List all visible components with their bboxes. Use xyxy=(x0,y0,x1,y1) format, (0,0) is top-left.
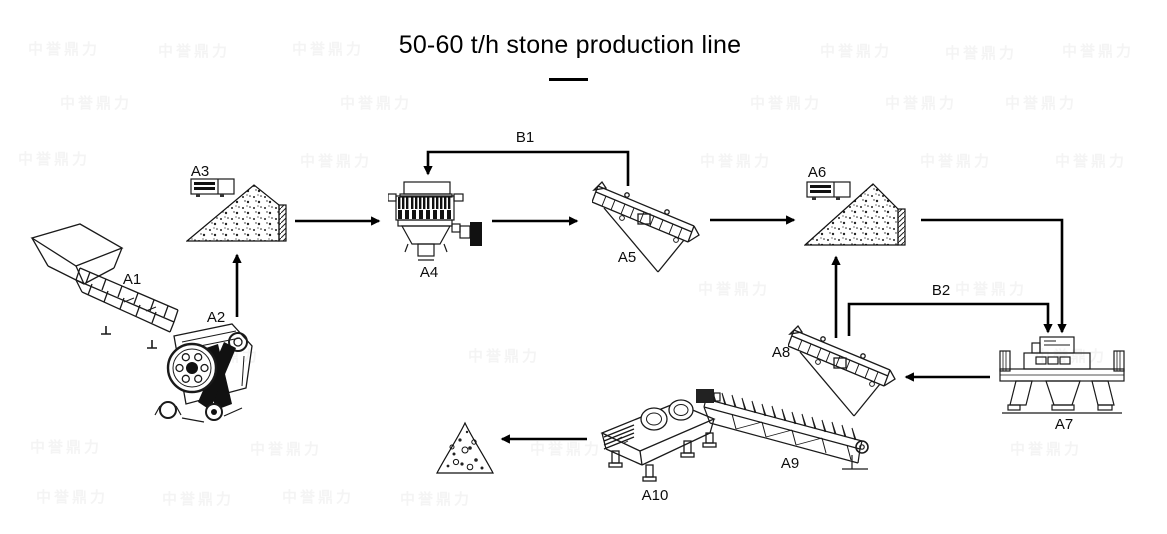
belt-conveyor-a9-drawing xyxy=(692,383,877,475)
watermark-text: 中誉鼎力 xyxy=(1010,441,1083,458)
watermark-text: 中誉鼎力 xyxy=(28,41,101,58)
vibrating-feeder-a1-drawing xyxy=(28,222,186,357)
watermark-text: 中誉鼎力 xyxy=(1055,153,1128,170)
watermark-text: 中誉鼎力 xyxy=(698,281,771,298)
label-a3: A3 xyxy=(190,163,210,180)
watermark-text: 中誉鼎力 xyxy=(700,153,773,170)
jaw-crusher-a2-drawing xyxy=(152,316,264,426)
watermark-text: 中誉鼎力 xyxy=(530,441,603,458)
label-a5: A5 xyxy=(617,249,637,266)
watermark-text: 中誉鼎力 xyxy=(750,95,823,112)
watermark-text: 中誉鼎力 xyxy=(1005,95,1078,112)
watermark-text: 中誉鼎力 xyxy=(158,43,231,60)
watermark-text: 中誉鼎力 xyxy=(36,489,109,506)
watermark-text: 中誉鼎力 xyxy=(18,151,91,168)
product-pile-drawing xyxy=(432,420,498,478)
title-underline xyxy=(549,78,588,81)
sand-maker-a7-drawing xyxy=(998,335,1126,417)
stockpile-a3-drawing xyxy=(186,183,288,243)
watermark-text: 中誉鼎力 xyxy=(292,41,365,58)
dewatering-screen-a10-drawing xyxy=(588,393,728,487)
label-a1: A1 xyxy=(122,271,142,288)
watermark-text: 中誉鼎力 xyxy=(30,439,103,456)
label-a6: A6 xyxy=(807,164,827,181)
watermark-text: 中誉鼎力 xyxy=(250,441,323,458)
watermark-text: 中誉鼎力 xyxy=(340,95,413,112)
watermark-text: 中誉鼎力 xyxy=(162,491,235,508)
watermark-text: 中誉鼎力 xyxy=(300,153,373,170)
label-a9: A9 xyxy=(780,455,800,472)
vibrating-screen-a8-drawing xyxy=(788,322,903,420)
watermark-text: 中誉鼎力 xyxy=(282,489,355,506)
label-a10: A10 xyxy=(641,487,669,504)
stockpile-a6-drawing xyxy=(804,182,906,247)
watermark-text: 中誉鼎力 xyxy=(820,43,893,60)
watermark-text: 中誉鼎力 xyxy=(885,95,958,112)
flow-arrow-a6-to-a7 xyxy=(921,218,1067,334)
watermark-text: 中誉鼎力 xyxy=(468,348,541,365)
cone-crusher-a4-drawing xyxy=(388,176,496,264)
watermark-text: 中誉鼎力 xyxy=(400,491,473,508)
watermark-text: 中誉鼎力 xyxy=(955,281,1028,298)
label-b1: B1 xyxy=(515,129,535,146)
watermark-text: 中誉鼎力 xyxy=(1062,43,1135,60)
label-a7: A7 xyxy=(1054,416,1074,433)
feeder-box-a6-drawing xyxy=(806,181,852,202)
vibrating-screen-a5-drawing xyxy=(592,178,707,276)
watermark-text: 中誉鼎力 xyxy=(60,95,133,112)
feeder-box-a3-drawing xyxy=(190,178,236,199)
label-a4: A4 xyxy=(419,264,439,281)
watermark-text: 中誉鼎力 xyxy=(920,153,993,170)
page-title: 50-60 t/h stone production line xyxy=(398,31,742,59)
label-b2: B2 xyxy=(931,282,951,299)
label-a8: A8 xyxy=(771,344,791,361)
watermark-text: 中誉鼎力 xyxy=(945,45,1018,62)
label-a2: A2 xyxy=(206,309,226,326)
